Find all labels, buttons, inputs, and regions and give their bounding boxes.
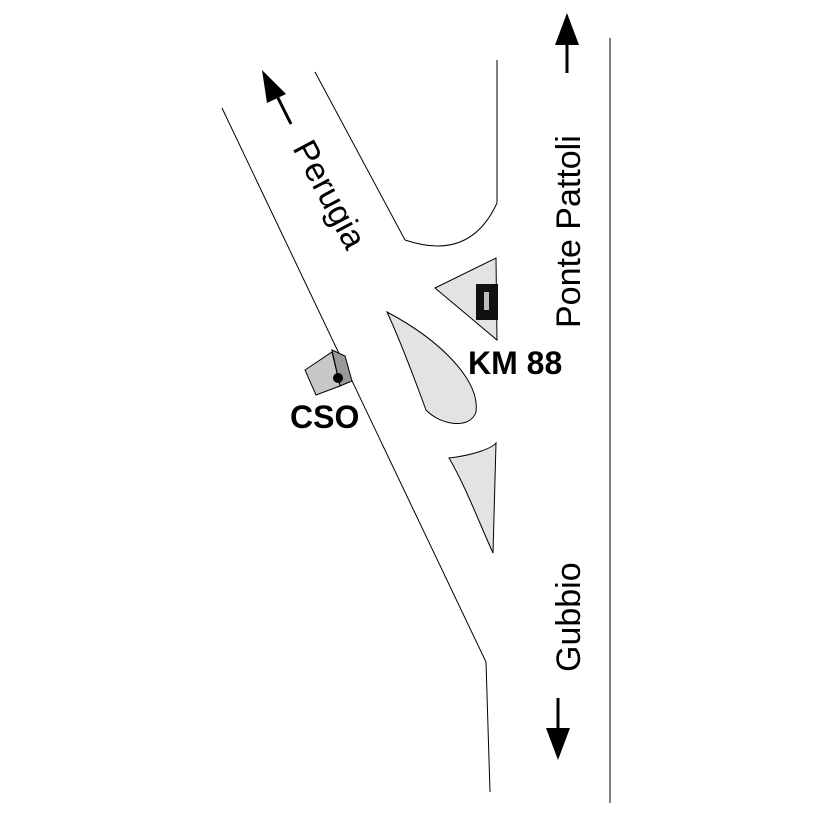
perugia-label: Perugia: [285, 134, 374, 255]
ponte-pattoli-label: Ponte Pattoli: [550, 135, 588, 328]
building-icon: [304, 349, 353, 396]
arrow-up-icon: [555, 13, 579, 73]
lower-traffic-island: [448, 441, 497, 554]
km-marker-label: KM 88: [468, 345, 562, 381]
center-traffic-island: [385, 310, 477, 425]
perugia-road-east-edge: [314, 71, 406, 241]
main-road-west-edge: [221, 107, 491, 793]
cso-label: CSO: [290, 399, 359, 435]
gubbio-label: Gubbio: [550, 562, 588, 672]
arrow-down-icon: [546, 698, 570, 760]
junction-curve: [404, 202, 498, 247]
road-marker-icon: [476, 284, 498, 320]
arrow-up-left-icon: [262, 70, 293, 125]
